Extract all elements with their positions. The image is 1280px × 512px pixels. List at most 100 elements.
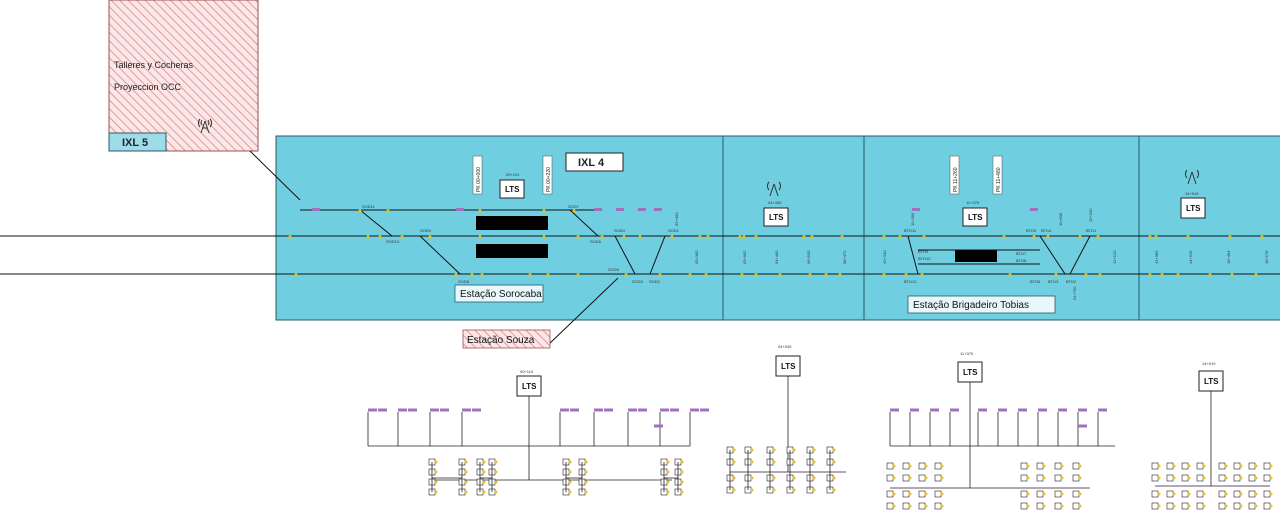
ixl4-badge[interactable] xyxy=(565,152,624,172)
network-node xyxy=(1054,490,1062,498)
network-endpoint xyxy=(1172,492,1176,496)
network-endpoint xyxy=(940,492,944,496)
station-box-brigadeiro[interactable] xyxy=(907,295,1056,314)
level-crossing-2[interactable] xyxy=(542,155,553,195)
network-node xyxy=(1218,490,1226,498)
signal-marker xyxy=(920,273,924,277)
network-node xyxy=(1181,490,1189,498)
signal-marker xyxy=(358,209,362,213)
platform-sorocaba-1 xyxy=(476,216,548,230)
antenna-icon xyxy=(1185,169,1199,185)
signal-marker xyxy=(1084,273,1088,277)
signal-marker xyxy=(1230,273,1234,277)
network-device xyxy=(978,408,987,412)
level-crossing-3[interactable] xyxy=(949,155,960,195)
lts-box[interactable] xyxy=(763,207,789,227)
zone-4[interactable] xyxy=(1138,135,1280,321)
signal-marker xyxy=(658,273,662,277)
network-endpoint xyxy=(1042,464,1046,468)
network-endpoint xyxy=(1157,464,1161,468)
signal-marker xyxy=(688,273,692,277)
network-device xyxy=(430,408,439,412)
switch-label: SOD6 xyxy=(590,239,602,244)
lts-box[interactable] xyxy=(1180,197,1206,219)
signal-marker xyxy=(740,273,744,277)
network-endpoint xyxy=(1172,504,1176,508)
network-device xyxy=(604,408,613,412)
network-node xyxy=(934,502,942,510)
network-endpoint xyxy=(908,476,912,480)
lts-chainage: 00+110 xyxy=(506,172,520,177)
network-device xyxy=(654,424,663,428)
network-endpoint xyxy=(940,476,944,480)
signal-marker xyxy=(706,235,710,239)
network-endpoint xyxy=(772,460,776,464)
platforms xyxy=(476,216,997,262)
network-node xyxy=(1248,490,1256,498)
network-endpoint xyxy=(1078,476,1082,480)
network-node xyxy=(886,490,894,498)
signal-marker xyxy=(898,235,902,239)
zone-2[interactable] xyxy=(722,135,865,321)
chainage-label: 13+385 xyxy=(1154,250,1159,264)
network-node xyxy=(1181,502,1189,510)
network-endpoint xyxy=(732,448,736,452)
signal-marker xyxy=(904,273,908,277)
level-crossings: PK 00+000 PK 00+220 PK 11+260 PK 11+480 xyxy=(472,155,1003,195)
network-device xyxy=(638,408,647,412)
station-box-souza[interactable] xyxy=(462,329,551,349)
network-endpoint xyxy=(666,460,670,464)
signal-marker xyxy=(542,209,546,213)
ixl4-label: IXL 4 xyxy=(578,157,605,169)
network-node xyxy=(1020,474,1028,482)
network-endpoint xyxy=(1269,476,1273,480)
signal-marker xyxy=(840,235,844,239)
network-endpoint xyxy=(732,476,736,480)
network-endpoint xyxy=(1172,464,1176,468)
chainage-label: 18+178 xyxy=(1264,250,1269,264)
network-lts-label: LTS xyxy=(522,382,537,391)
signal-marker xyxy=(1078,235,1082,239)
antenna-icon xyxy=(198,118,212,134)
network-device xyxy=(462,408,471,412)
lts-box[interactable] xyxy=(499,179,525,199)
network-endpoint xyxy=(1224,492,1228,496)
network-endpoint xyxy=(1187,504,1191,508)
chainage-label: 14+919 xyxy=(1188,250,1193,264)
track-device xyxy=(654,208,662,211)
lts-box[interactable] xyxy=(962,207,988,227)
network-endpoint xyxy=(1254,504,1258,508)
network-endpoint xyxy=(772,476,776,480)
signal-marker xyxy=(528,273,532,277)
signal-marker xyxy=(478,209,482,213)
network-endpoint xyxy=(1254,476,1258,480)
network-endpoint xyxy=(1042,492,1046,496)
network-endpoint xyxy=(1187,464,1191,468)
network-endpoint xyxy=(1224,504,1228,508)
ixl5-label: IXL 5 xyxy=(122,137,148,149)
level-crossing-1[interactable] xyxy=(472,155,483,195)
network-endpoint xyxy=(832,476,836,480)
lts-label: LTS xyxy=(505,185,520,194)
network-node xyxy=(886,502,894,510)
ixl5-badge[interactable] xyxy=(108,132,167,152)
network-device xyxy=(440,408,449,412)
network-node xyxy=(1233,490,1241,498)
signal-marker xyxy=(1148,273,1152,277)
switch-label: SOD8 xyxy=(458,279,470,284)
network-node xyxy=(1020,502,1028,510)
network-endpoint xyxy=(482,470,486,474)
station-box-sorocaba[interactable] xyxy=(454,284,544,303)
level-crossing-4[interactable] xyxy=(992,155,1003,195)
network-endpoint xyxy=(924,504,928,508)
signal-marker xyxy=(922,235,926,239)
network-node xyxy=(1196,502,1204,510)
network-endpoint xyxy=(792,488,796,492)
network-endpoint xyxy=(1239,492,1243,496)
network-endpoint xyxy=(908,504,912,508)
network-endpoint xyxy=(680,470,684,474)
track-device xyxy=(594,208,602,211)
network-endpoint xyxy=(1026,492,1030,496)
trackside-signals xyxy=(288,208,1264,277)
network-device xyxy=(472,408,481,412)
